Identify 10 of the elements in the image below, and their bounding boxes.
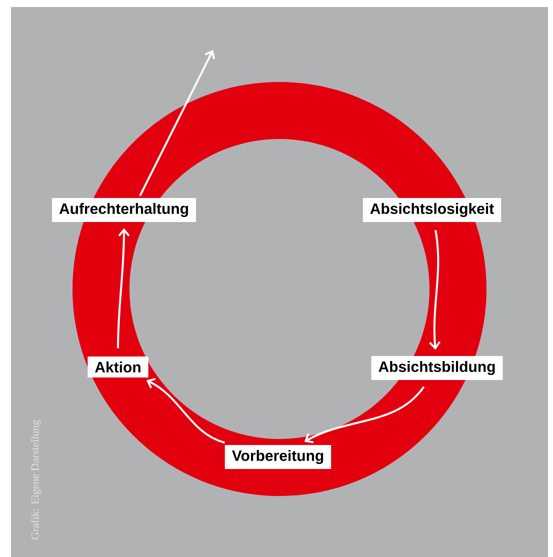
- stage-box: Aktion: [88, 356, 148, 378]
- stage-box: Aufrechterhaltung: [52, 198, 196, 222]
- arrow: [429, 230, 441, 350]
- stage-box: Absichtslosigkeit: [362, 198, 502, 222]
- arrow: [304, 386, 425, 444]
- stage-box: Vorbereitung: [224, 444, 332, 470]
- arrow: [146, 378, 225, 444]
- arrow: [139, 50, 216, 196]
- arrow: [117, 228, 130, 348]
- stage-box: Absichtsbildung: [371, 356, 503, 380]
